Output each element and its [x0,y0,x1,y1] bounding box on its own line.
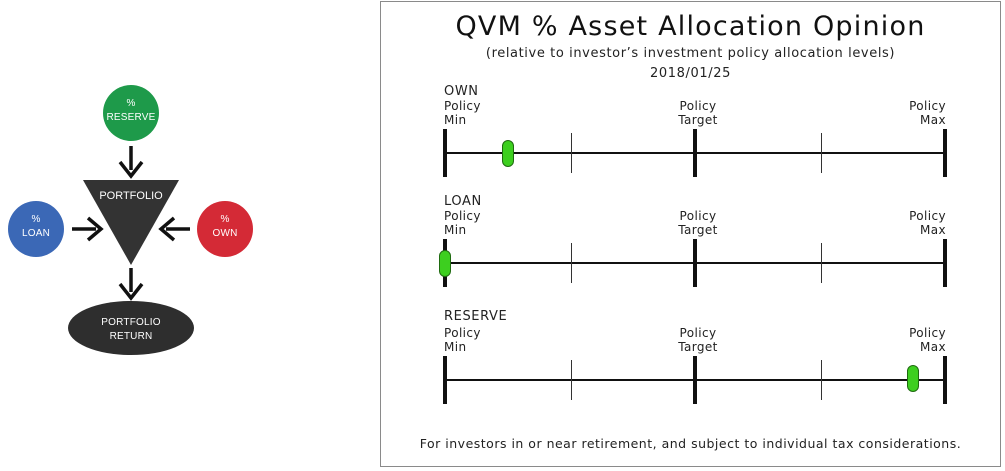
arrow-loan-to-portfolio [72,216,104,242]
allocation-flow-diagram: % RESERVE PORTFOLIO % LOAN % OWN [8,85,253,355]
policy-max-tick [943,129,947,177]
own-percent-label: % [220,214,229,225]
own-circle [197,201,253,257]
quarter-tick [571,360,572,400]
panel-date: 2018/01/25 [650,66,731,81]
arrow-reserve-to-portfolio [118,146,144,179]
allocation-opinion-panel: QVM % Asset Allocation Opinion (relative… [380,1,1001,467]
policy-max-label-line1: Policy [909,326,946,340]
policy-min-tick [443,129,447,177]
loan-allocation-scale: LOAN Policy Min Policy Target Policy Max [381,194,1000,314]
policy-min-label: Policy Min [444,209,481,237]
panel-title: QVM % Asset Allocation Opinion [455,11,926,42]
policy-target-label-line1: Policy [679,326,717,340]
policy-target-label: Policy Target [653,326,743,354]
loan-node: % LOAN [8,201,64,257]
policy-target-label-line2: Target [678,113,718,127]
opinion-marker [906,365,919,392]
track-name: RESERVE [444,309,508,324]
policy-min-label: Policy Min [444,99,481,127]
policy-min-label-line1: Policy [444,209,481,223]
reserve-allocation-scale: RESERVE Policy Min Policy Target Policy … [381,309,1000,429]
quarter-tick [571,133,572,173]
policy-target-tick [693,356,697,404]
three-quarter-tick [821,360,822,400]
quarter-tick [571,243,572,283]
track-name: LOAN [444,194,482,209]
policy-max-label: Policy Max [886,209,946,237]
arrow-own-to-portfolio [158,216,190,242]
portfolio-label: PORTFOLIO [99,190,163,202]
loan-label: LOAN [22,228,50,239]
policy-max-label-line2: Max [919,223,946,237]
loan-percent-label: % [31,214,40,225]
policy-max-label-line2: Max [919,340,946,354]
policy-min-label-line1: Policy [444,99,481,113]
policy-target-label-line1: Policy [679,209,717,223]
portfolio-return-ellipse [68,301,194,355]
policy-min-label-line2: Min [444,113,467,127]
policy-target-label: Policy Target [653,99,743,127]
reserve-circle [103,85,159,141]
loan-circle [8,201,64,257]
policy-max-tick [943,239,947,287]
policy-target-label-line1: Policy [679,99,717,113]
opinion-marker [501,140,514,167]
policy-target-label-line2: Target [678,223,718,237]
policy-min-label-line1: Policy [444,326,481,340]
reserve-label: RESERVE [106,112,155,123]
policy-max-label: Policy Max [886,326,946,354]
policy-max-tick [943,356,947,404]
own-label: OWN [212,228,237,239]
policy-max-label-line2: Max [919,113,946,127]
policy-max-label-line1: Policy [909,99,946,113]
three-quarter-tick [821,133,822,173]
portfolio-node: PORTFOLIO [83,180,179,265]
policy-min-label-line2: Min [444,223,467,237]
policy-min-tick [443,356,447,404]
policy-max-label-line1: Policy [909,209,946,223]
policy-max-label: Policy Max [886,99,946,127]
panel-subtitle: (relative to investor’s investment polic… [485,46,896,61]
arrow-portfolio-to-return [118,268,144,301]
own-allocation-scale: OWN Policy Min Policy Target Policy Max [381,84,1000,204]
panel-footer-disclaimer: For investors in or near retirement, and… [419,436,962,451]
opinion-marker [439,250,451,277]
own-node: % OWN [197,201,253,257]
portfolio-return-label-line2: RETURN [110,331,153,342]
policy-target-tick [693,129,697,177]
portfolio-triangle [83,180,179,265]
policy-min-label: Policy Min [444,326,481,354]
three-quarter-tick [821,243,822,283]
policy-target-tick [693,239,697,287]
portfolio-return-node: PORTFOLIO RETURN [68,301,194,355]
policy-min-label-line2: Min [444,340,467,354]
policy-target-label: Policy Target [653,209,743,237]
policy-target-label-line2: Target [678,340,718,354]
reserve-percent-label: % [126,98,135,109]
reserve-node: % RESERVE [103,85,159,141]
track-name: OWN [444,84,479,99]
portfolio-return-label-line1: PORTFOLIO [101,317,160,328]
